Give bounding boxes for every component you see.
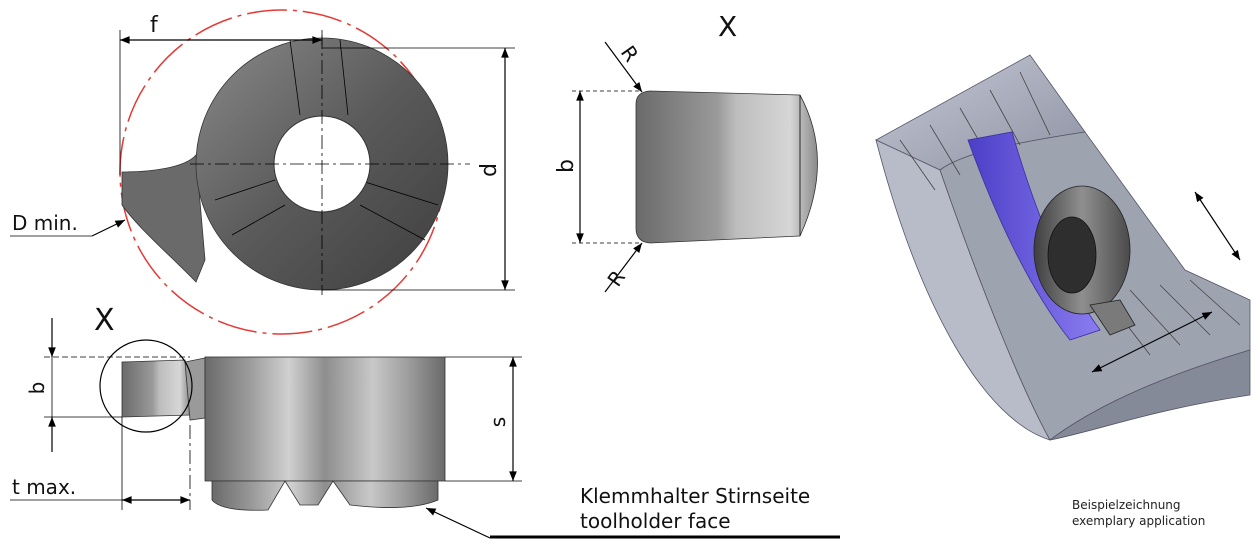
d-min-leader <box>91 219 126 237</box>
holder-bottom-face <box>1049 349 1251 441</box>
x-detail-circle <box>99 339 193 433</box>
r-bottom-leader <box>604 242 643 293</box>
insert-cutting-edge <box>121 154 206 283</box>
insert-groove-2 <box>214 179 286 236</box>
toolholder-label-de: Klemmhalter Stirnseite <box>580 484 810 508</box>
caption-en: exemplary application <box>1072 514 1206 528</box>
application-view <box>875 54 1251 441</box>
b-detail-label: b <box>554 159 579 173</box>
t-max-label: t max. <box>12 475 76 499</box>
caption-de: Beispielzeichnung <box>1072 498 1181 512</box>
side-insert-edge <box>121 359 191 418</box>
side-body <box>204 356 446 482</box>
toolholder-label-en: toolholder face <box>580 509 731 533</box>
r-top-leader <box>604 41 643 93</box>
d-label: d <box>477 163 502 177</box>
application-caption: Beispielzeichnung exemplary application <box>1072 497 1205 529</box>
side-view: X s b t max. Klemmhalter Stirnseite tool… <box>10 303 840 539</box>
side-lugs <box>211 480 439 511</box>
radial-motion-arrow <box>1194 191 1241 261</box>
insert-groove-3 <box>359 181 439 241</box>
toolholder-leader <box>425 507 491 539</box>
b-side-label: b <box>25 382 49 395</box>
insert-groove-1 <box>289 39 349 116</box>
detail-x-title: X <box>718 10 737 43</box>
r-bottom-label: R <box>602 266 630 291</box>
mini-insert-bore <box>1047 216 1097 294</box>
f-label: f <box>150 13 159 38</box>
d-min-label: D min. <box>12 211 78 235</box>
x-marker-label: X <box>94 303 115 338</box>
top-view: f d D min. <box>10 9 515 335</box>
axial-motion-arrow <box>1091 311 1213 373</box>
detail-profile <box>635 90 818 244</box>
detail-x: X b R R <box>554 10 818 293</box>
s-label: s <box>486 417 510 427</box>
